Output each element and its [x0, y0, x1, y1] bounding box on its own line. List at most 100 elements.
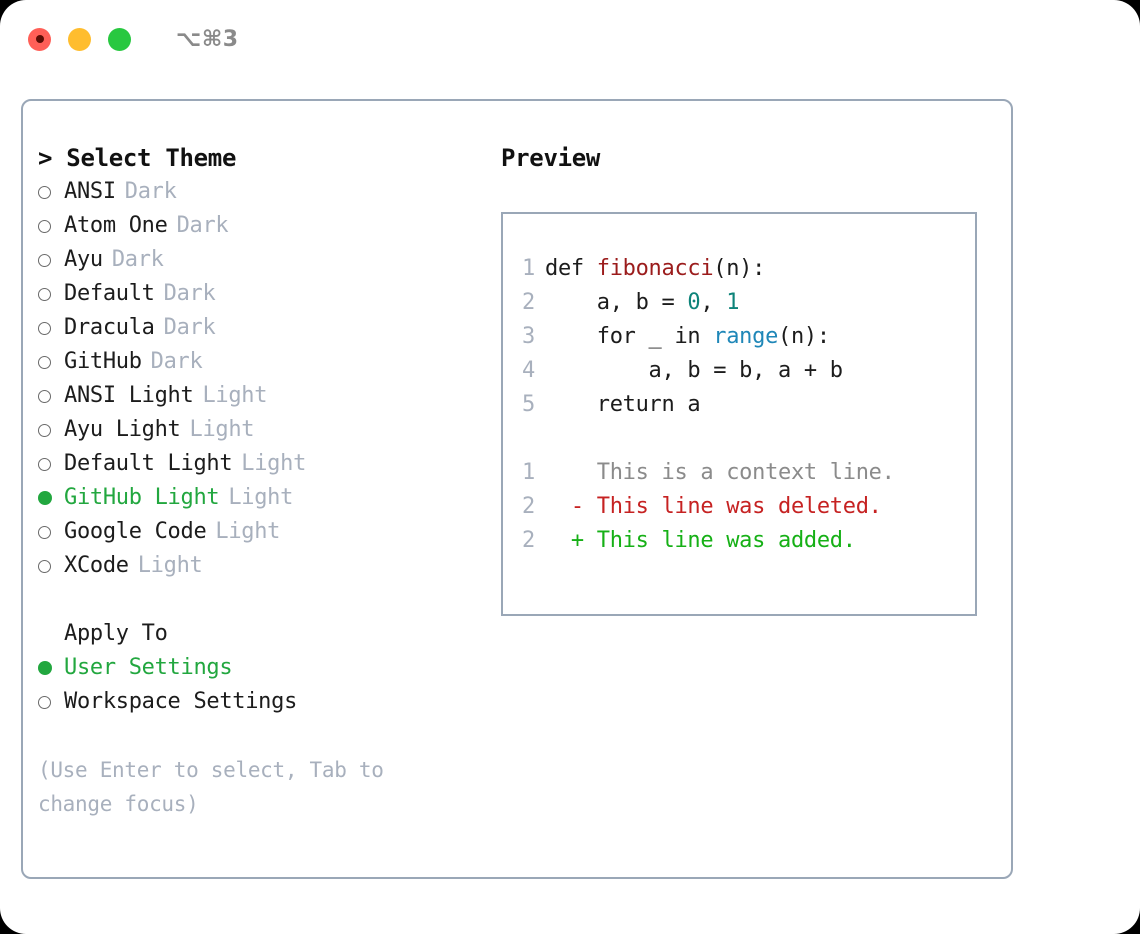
bullet-shape	[38, 525, 51, 539]
code-token-plain: for _ in	[545, 324, 714, 349]
bullet-shape	[38, 253, 51, 267]
theme-option-atom-one[interactable]: Atom One Dark	[38, 209, 498, 243]
theme-option-github-light[interactable]: GitHub Light Light	[38, 481, 498, 515]
preview-spacer	[503, 422, 975, 456]
bullet-shape	[38, 457, 51, 471]
theme-variant-badge: Light	[241, 451, 307, 476]
code-token-fn: fibonacci	[596, 256, 714, 281]
diff-sample: 1 This is a context line.2 - This line w…	[503, 456, 975, 558]
radio-empty-icon	[38, 515, 64, 549]
diff-line-number: 2	[522, 528, 535, 553]
code-line-number: 2	[522, 290, 535, 315]
diff-line-content: This line was added.	[583, 528, 856, 553]
diff-line-deleted: 2 - This line was deleted.	[503, 490, 975, 524]
theme-option-label: XCode	[64, 553, 129, 578]
theme-option-label: Atom One	[64, 213, 168, 238]
theme-option-default-light[interactable]: Default Light Light	[38, 447, 498, 481]
diff-marker: -	[545, 494, 584, 519]
code-token-num: 0	[687, 290, 701, 315]
code-token-plain: ,	[700, 290, 727, 315]
theme-option-label: ANSI	[64, 179, 116, 204]
theme-variant-badge: Dark	[176, 213, 229, 238]
diff-line-number: 2	[522, 494, 535, 519]
window-controls	[28, 27, 131, 51]
theme-option-label: Default	[64, 281, 155, 306]
diff-line-context: 1 This is a context line.	[503, 456, 975, 490]
diff-marker	[545, 456, 584, 490]
bullet-shape	[38, 423, 51, 437]
bullet-shape	[38, 355, 51, 369]
code-line-number: 4	[522, 358, 535, 383]
theme-option-xcode[interactable]: XCode Light	[38, 549, 498, 583]
diff-line-added: 2 + This line was added.	[503, 524, 975, 558]
theme-option-ansi-light[interactable]: ANSI Light Light	[38, 379, 498, 413]
maximize-button[interactable]	[108, 27, 131, 51]
code-token-plain: (n):	[778, 324, 830, 349]
code-token-plain: return a	[545, 392, 701, 417]
theme-option-label: Google Code	[64, 519, 207, 544]
close-button[interactable]	[28, 27, 51, 51]
theme-variant-badge: Light	[228, 485, 294, 510]
theme-option-dracula[interactable]: Dracula Dark	[38, 311, 498, 345]
bullet-shape	[38, 219, 51, 233]
code-token-plain: (n):	[713, 256, 766, 281]
theme-option-label: Dracula	[64, 315, 155, 340]
code-line-number: 5	[522, 392, 535, 417]
minimize-button[interactable]	[68, 27, 91, 51]
diff-marker: +	[545, 528, 584, 553]
apply-to-option-workspace-settings[interactable]: Workspace Settings	[38, 685, 498, 719]
code-token-plain: def	[545, 256, 597, 281]
theme-option-google-code[interactable]: Google Code Light	[38, 515, 498, 549]
keyboard-hint-text: (Use Enter to select, Tab to change focu…	[38, 758, 384, 816]
title-bar: ⌥⌘3	[0, 0, 1140, 78]
radio-empty-icon	[38, 243, 64, 277]
bullet-shape	[38, 695, 51, 709]
theme-option-ansi[interactable]: ANSI Dark	[38, 175, 498, 209]
theme-variant-badge: Dark	[124, 179, 177, 204]
theme-option-label: GitHub	[64, 349, 142, 374]
radio-empty-icon	[38, 277, 64, 311]
radio-empty-icon	[38, 413, 64, 447]
code-line-number: 3	[522, 324, 535, 349]
radio-empty-icon	[38, 209, 64, 243]
theme-option-label: Ayu Light	[64, 417, 181, 442]
radio-empty-icon	[38, 685, 64, 719]
code-line: 3 for _ in range(n):	[503, 320, 975, 354]
code-line-content: return a	[545, 388, 701, 422]
radio-empty-icon	[38, 345, 64, 379]
code-token-plain: a, b = b, a + b	[545, 358, 844, 383]
theme-option-label: ANSI Light	[64, 383, 194, 408]
theme-variant-badge: Dark	[163, 315, 216, 340]
theme-variant-badge: Dark	[163, 281, 216, 306]
code-line-content: for _ in range(n):	[545, 320, 830, 354]
theme-option-label: Ayu	[64, 247, 103, 272]
theme-option-default[interactable]: Default Dark	[38, 277, 498, 311]
code-line: 5 return a	[503, 388, 975, 422]
theme-option-ayu-light[interactable]: Ayu Light Light	[38, 413, 498, 447]
select-theme-heading: > Select Theme	[38, 144, 237, 172]
radio-selected-icon	[38, 651, 64, 685]
radio-selected-icon	[38, 481, 64, 515]
apply-to-option-user-settings[interactable]: User Settings	[38, 651, 498, 685]
code-token-plain: a, b =	[545, 290, 688, 315]
bullet-shape	[38, 185, 51, 199]
diff-line-number: 1	[522, 460, 535, 485]
theme-variant-badge: Light	[189, 417, 255, 442]
theme-variant-badge: Light	[215, 519, 281, 544]
theme-variant-badge: Dark	[150, 349, 203, 374]
code-token-call: range	[713, 324, 779, 349]
preview-heading: Preview	[501, 144, 601, 172]
theme-option-label: GitHub Light	[64, 485, 220, 510]
theme-variant-badge: Light	[202, 383, 268, 408]
theme-option-github[interactable]: GitHub Dark	[38, 345, 498, 379]
theme-option-label: Default Light	[64, 451, 233, 476]
theme-variant-badge: Light	[137, 553, 203, 578]
